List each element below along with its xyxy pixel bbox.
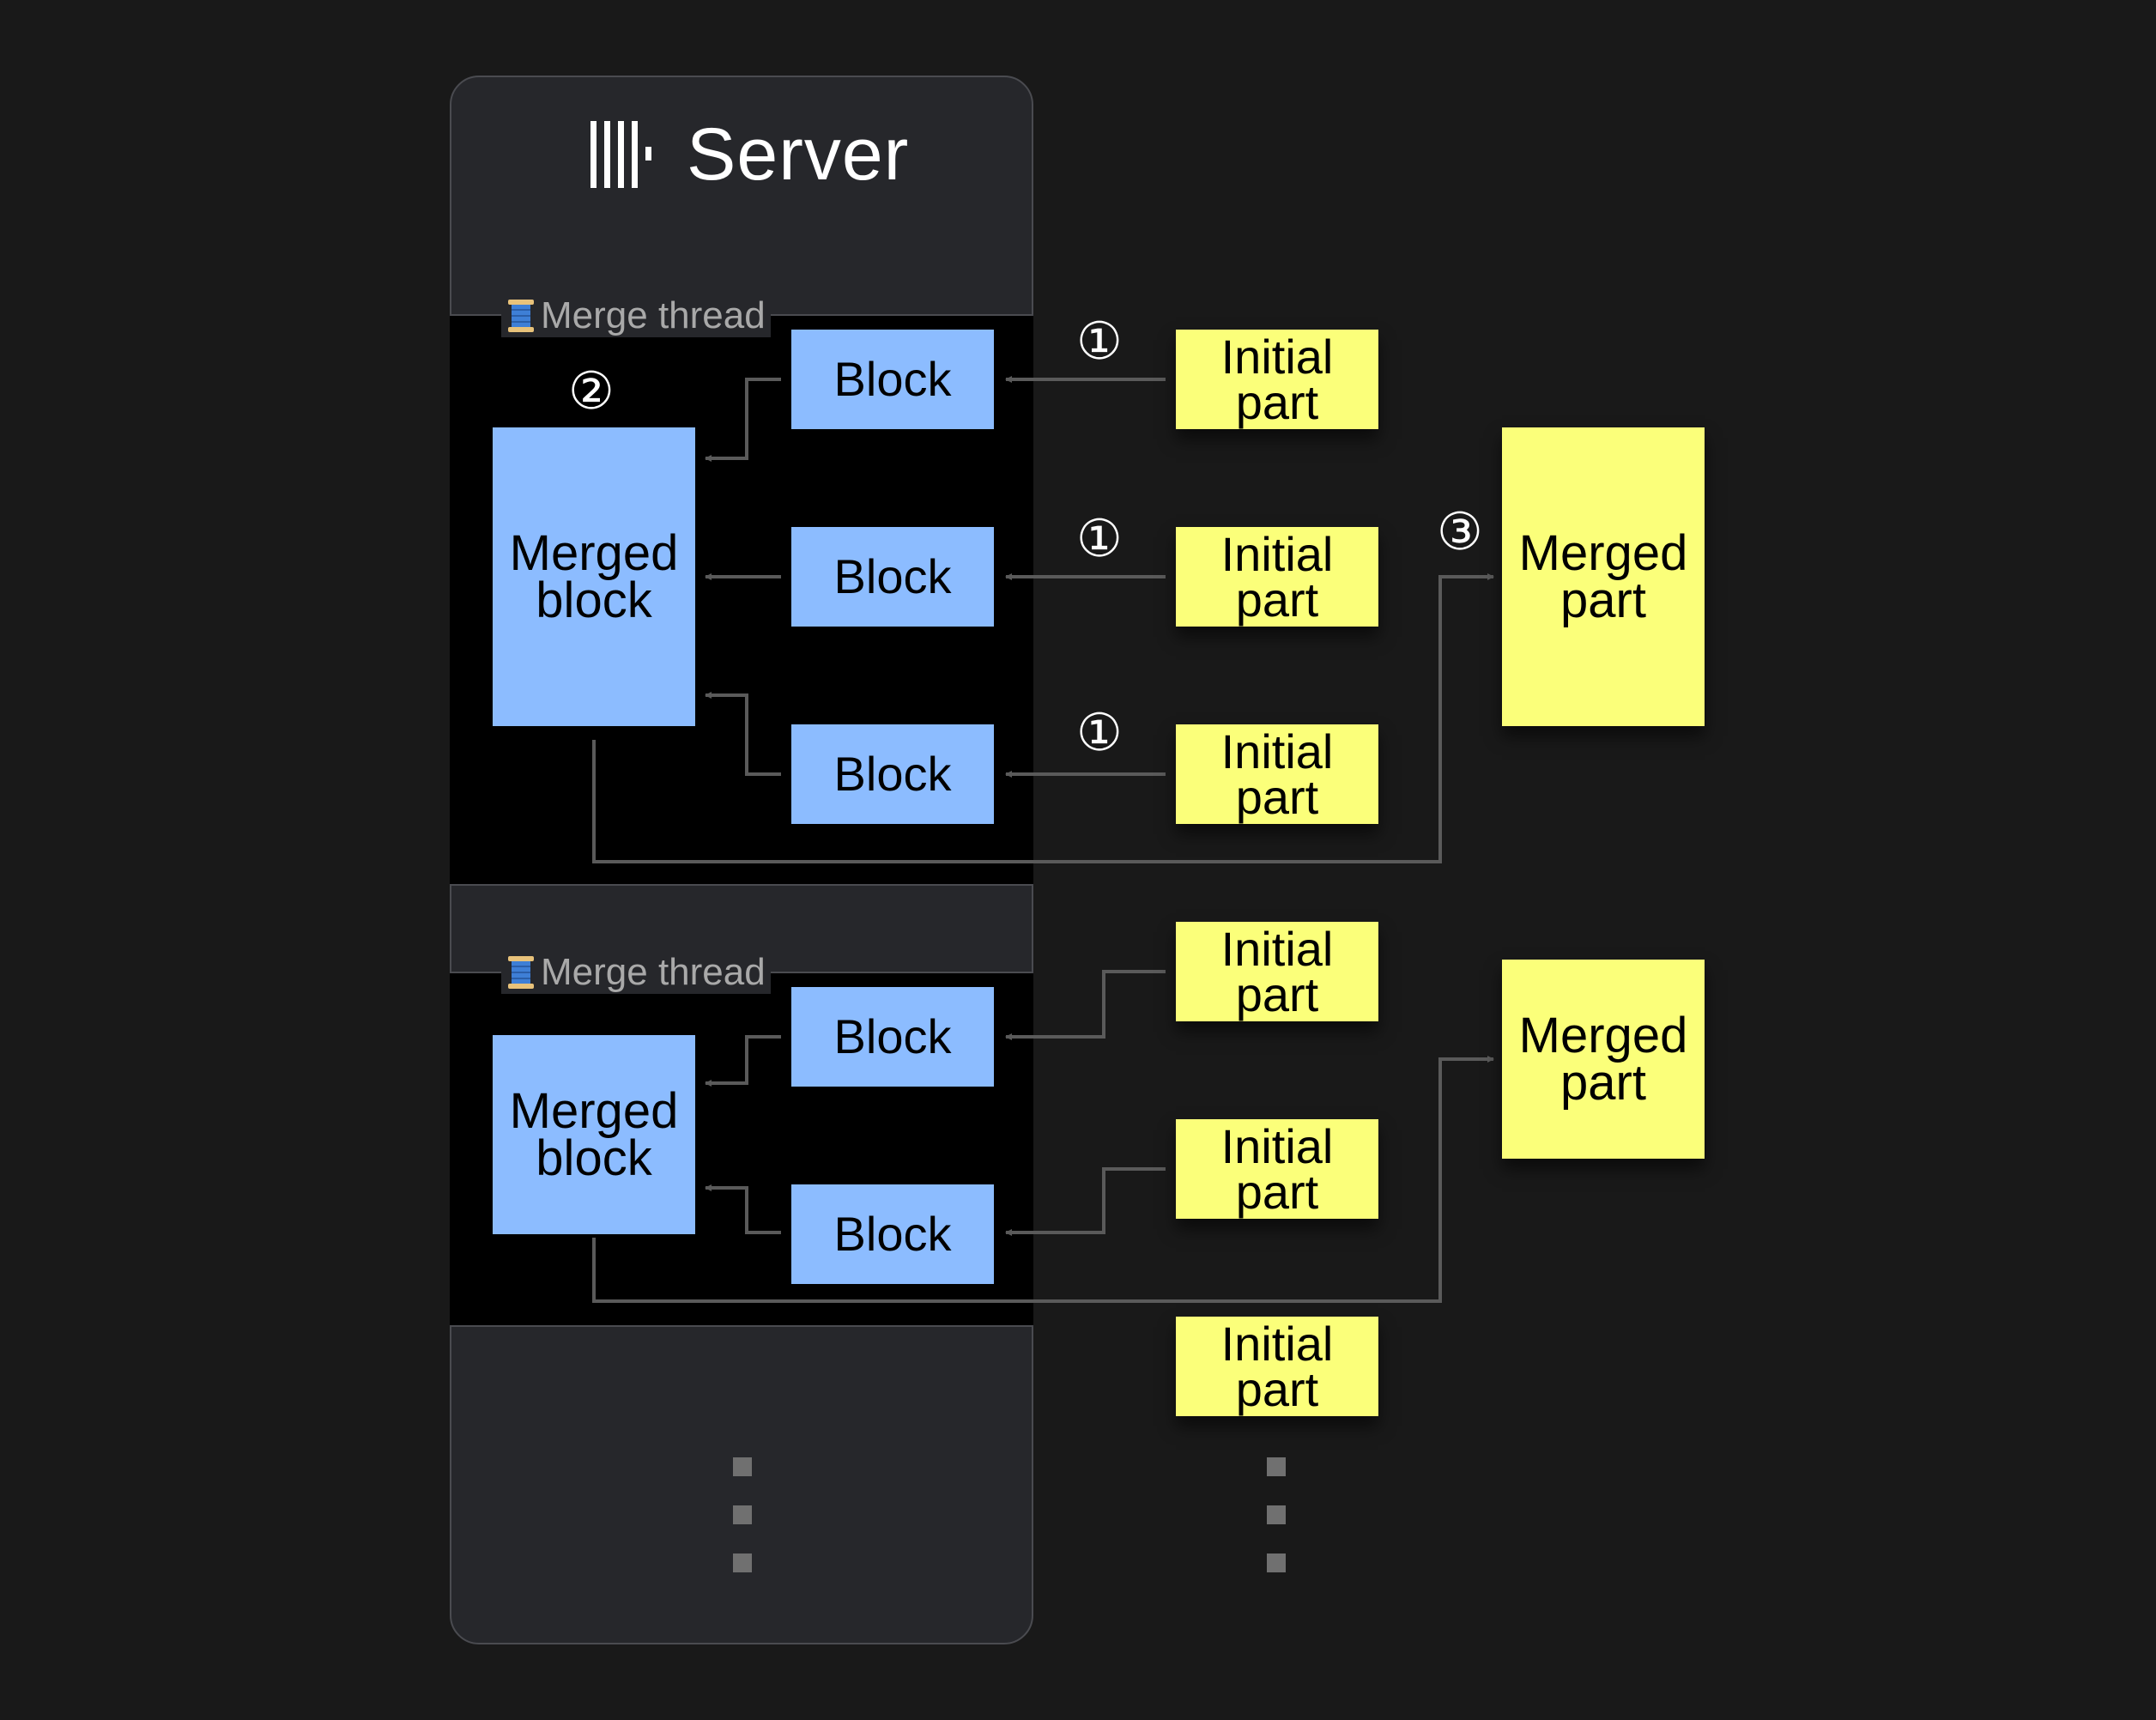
- arrow-block-to-merged-block: [705, 692, 781, 776]
- arrow-block-to-merged-block: [705, 378, 781, 462]
- block-2-1: Block: [791, 987, 994, 1087]
- step-1-marker: ①: [1076, 703, 1123, 763]
- step-3-marker: ③: [1437, 502, 1483, 562]
- arrow-block-to-merged-block: [705, 1035, 781, 1087]
- arrow-part-to-block: [1005, 970, 1166, 1040]
- server-title: Server: [687, 113, 910, 196]
- clickhouse-logo-icon: [590, 121, 651, 188]
- continuation-dots-server: [733, 1457, 752, 1602]
- arrow-merged-block-to-merged-part: [592, 573, 1494, 863]
- server-header: Server: [589, 113, 909, 196]
- merge-thread-text: Merge thread: [541, 294, 766, 336]
- arrow-merged-block-to-merged-part: [592, 1056, 1494, 1303]
- block-2-2: Block: [791, 1184, 994, 1284]
- step-1-marker: ①: [1076, 312, 1123, 372]
- arrow-part-to-block: [1005, 1167, 1166, 1236]
- step-2-marker: ②: [568, 361, 615, 421]
- step-1-marker: ①: [1076, 509, 1123, 569]
- spool-of-thread-icon: [508, 956, 534, 989]
- block-1-1: Block: [791, 330, 994, 429]
- spool-of-thread-icon: [508, 300, 534, 332]
- block-1-2: Block: [791, 527, 994, 627]
- merged-block-2: Merged block: [493, 1035, 695, 1234]
- merged-block-1: Merged block: [493, 427, 695, 726]
- continuation-dots-parts: [1267, 1457, 1286, 1602]
- merge-thread-label-1: Merge thread: [501, 294, 771, 337]
- merge-thread-label-2: Merge thread: [501, 951, 771, 994]
- arrow-block-to-merged-block: [705, 1184, 781, 1234]
- block-1-3: Block: [791, 724, 994, 824]
- merge-thread-text: Merge thread: [541, 951, 766, 993]
